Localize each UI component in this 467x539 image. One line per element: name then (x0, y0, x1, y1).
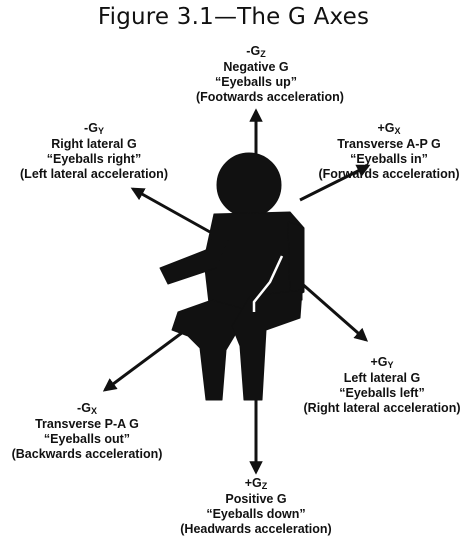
pos-gy-label: +GY Left lateral G “Eyeballs left” (Righ… (300, 355, 464, 416)
figure-back-leg (172, 300, 248, 400)
neg-gz-label: -GZ Negative G “Eyeballs up” (Footwards … (196, 44, 316, 105)
figure-near-arm (288, 222, 302, 300)
figure-head (217, 153, 281, 217)
neg-gy-arrow (133, 189, 210, 232)
neg-gy-label: -GY Right lateral G “Eyeballs right” (Le… (14, 121, 174, 182)
seated-figure-icon (160, 153, 304, 400)
pos-gz-label: +GZ Positive G “Eyeballs down” (Headward… (176, 476, 336, 537)
pos-gx-label: +GX Transverse A-P G “Eyeballs in” (Forw… (314, 121, 464, 182)
neg-gx-label: -GX Transverse P-A G “Eyeballs out” (Bac… (8, 401, 166, 462)
pos-gy-arrow (300, 282, 366, 340)
